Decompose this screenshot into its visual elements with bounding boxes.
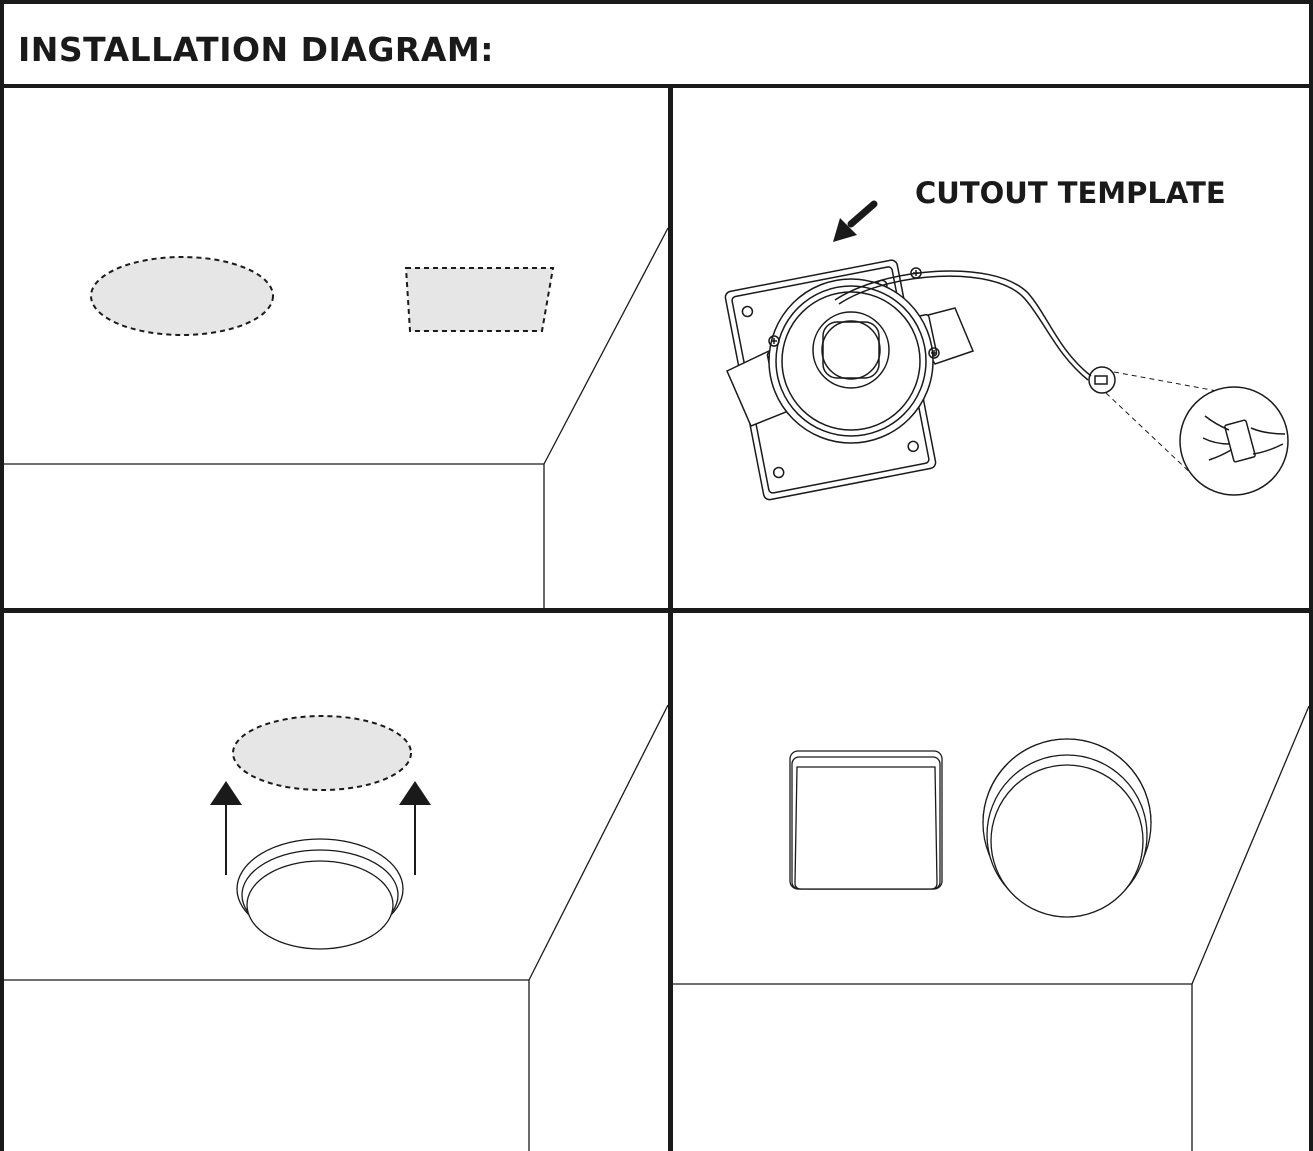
connector-detail-magnified [1179, 386, 1289, 496]
ceiling-cutout-illustration [4, 227, 668, 608]
horizontal-divider [4, 608, 1309, 613]
round-cutout-outline [90, 256, 274, 336]
installed-fixtures-illustration [673, 705, 1309, 1151]
page-title: INSTALLATION DIAGRAM: [18, 30, 494, 69]
cutout-template-label: CUTOUT TEMPLATE [915, 176, 1226, 210]
fixture-rings [768, 278, 934, 444]
left-up-arrow-icon [210, 781, 242, 875]
connector-small [1088, 366, 1116, 394]
square-cutout-outline [404, 267, 555, 332]
step-3-panel [4, 613, 668, 1151]
ceiling-edge-line [4, 463, 545, 608]
ceiling-edge-line-3 [4, 979, 530, 1151]
round-fixture-installed [982, 738, 1152, 918]
step-2-panel: CUTOUT TEMPLATE [673, 88, 1309, 608]
round-fixture [236, 838, 404, 950]
ceiling-perspective-line-4 [1191, 705, 1309, 985]
right-up-arrow-icon [399, 781, 431, 875]
ceiling-edge-line-4 [673, 983, 1193, 1151]
cutout-template-illustration [724, 200, 1289, 501]
step-1-panel [4, 88, 668, 608]
power-wire [834, 270, 1092, 377]
ceiling-perspective-line [543, 227, 668, 465]
pointer-arrow-icon [833, 200, 878, 242]
step-4-panel [673, 613, 1309, 1151]
round-cutout-outline-3 [232, 715, 412, 791]
square-fixture [789, 750, 943, 890]
ceiling-perspective-line-3 [528, 704, 668, 981]
header-bar: INSTALLATION DIAGRAM: [4, 4, 1309, 88]
insert-fixture-illustration [4, 704, 668, 1151]
vertical-divider [668, 88, 673, 1151]
